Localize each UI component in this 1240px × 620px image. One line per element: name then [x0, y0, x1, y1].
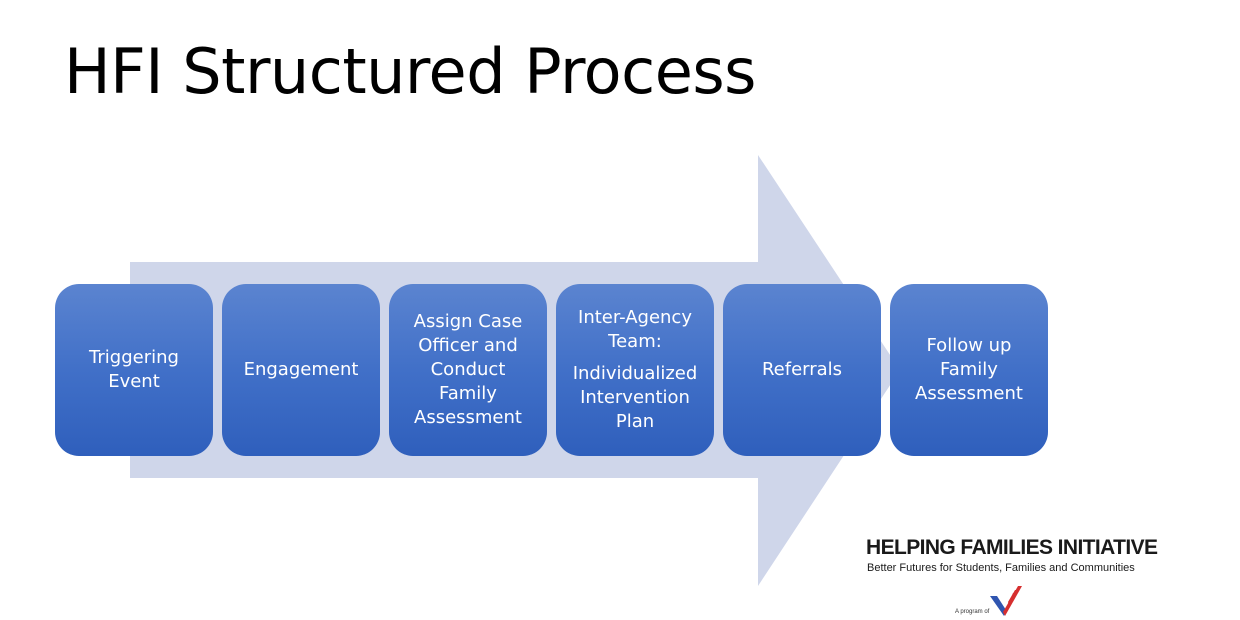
step-line: Plan	[615, 411, 655, 432]
step-line: Assign Case	[413, 311, 523, 332]
step-line: Event	[108, 371, 160, 392]
step-line: Family	[439, 383, 497, 404]
step-line: Team:	[608, 331, 662, 352]
step-text: Follow up Family Assessment	[915, 334, 1023, 406]
step-text: Inter-Agency Team: Individualized Interv…	[573, 306, 698, 434]
step-line: Individualized	[572, 363, 698, 384]
hfi-logo: HELPING FAMILIES INITIATIVE Better Futur…	[866, 535, 1158, 620]
step-line: Inter-Agency	[578, 307, 692, 328]
process-steps: Triggering Event Engagement Assign Case …	[55, 284, 1048, 456]
step-follow-up: Follow up Family Assessment	[890, 284, 1048, 456]
step-text: Engagement	[244, 358, 359, 382]
step-line: Family	[940, 359, 998, 380]
step-inter-agency-team: Inter-Agency Team: Individualized Interv…	[556, 284, 714, 456]
step-line: Referrals	[761, 359, 843, 380]
step-line: Assessment	[414, 407, 522, 428]
step-text: Triggering Event	[89, 346, 179, 394]
step-text: Referrals	[762, 358, 842, 382]
flag-checkmark-blue-icon	[990, 596, 1006, 616]
logo-program-of: A program of	[955, 609, 990, 615]
step-line: Intervention	[580, 387, 690, 408]
logo-name: HELPING FAMILIES INITIATIVE	[866, 536, 1158, 559]
step-line: Conduct	[430, 359, 506, 380]
slide-title: HFI Structured Process	[64, 35, 756, 108]
step-text: Assign Case Officer and Conduct Family A…	[414, 310, 523, 430]
flag-stripe-icon	[1003, 586, 1022, 616]
step-line: Triggering	[89, 347, 179, 368]
step-triggering-event: Triggering Event	[55, 284, 213, 456]
flag-checkmark-icon	[990, 586, 1022, 616]
step-line: Officer and	[418, 335, 518, 356]
step-line: Engagement	[243, 359, 359, 380]
step-referrals: Referrals	[723, 284, 881, 456]
step-engagement: Engagement	[222, 284, 380, 456]
step-line: Follow up	[926, 335, 1012, 356]
step-line: Assessment	[915, 383, 1023, 404]
logo-tagline: Better Futures for Students, Families an…	[867, 562, 1135, 574]
step-assign-case-officer: Assign Case Officer and Conduct Family A…	[389, 284, 547, 456]
flag-stripe-icon	[1011, 593, 1016, 600]
